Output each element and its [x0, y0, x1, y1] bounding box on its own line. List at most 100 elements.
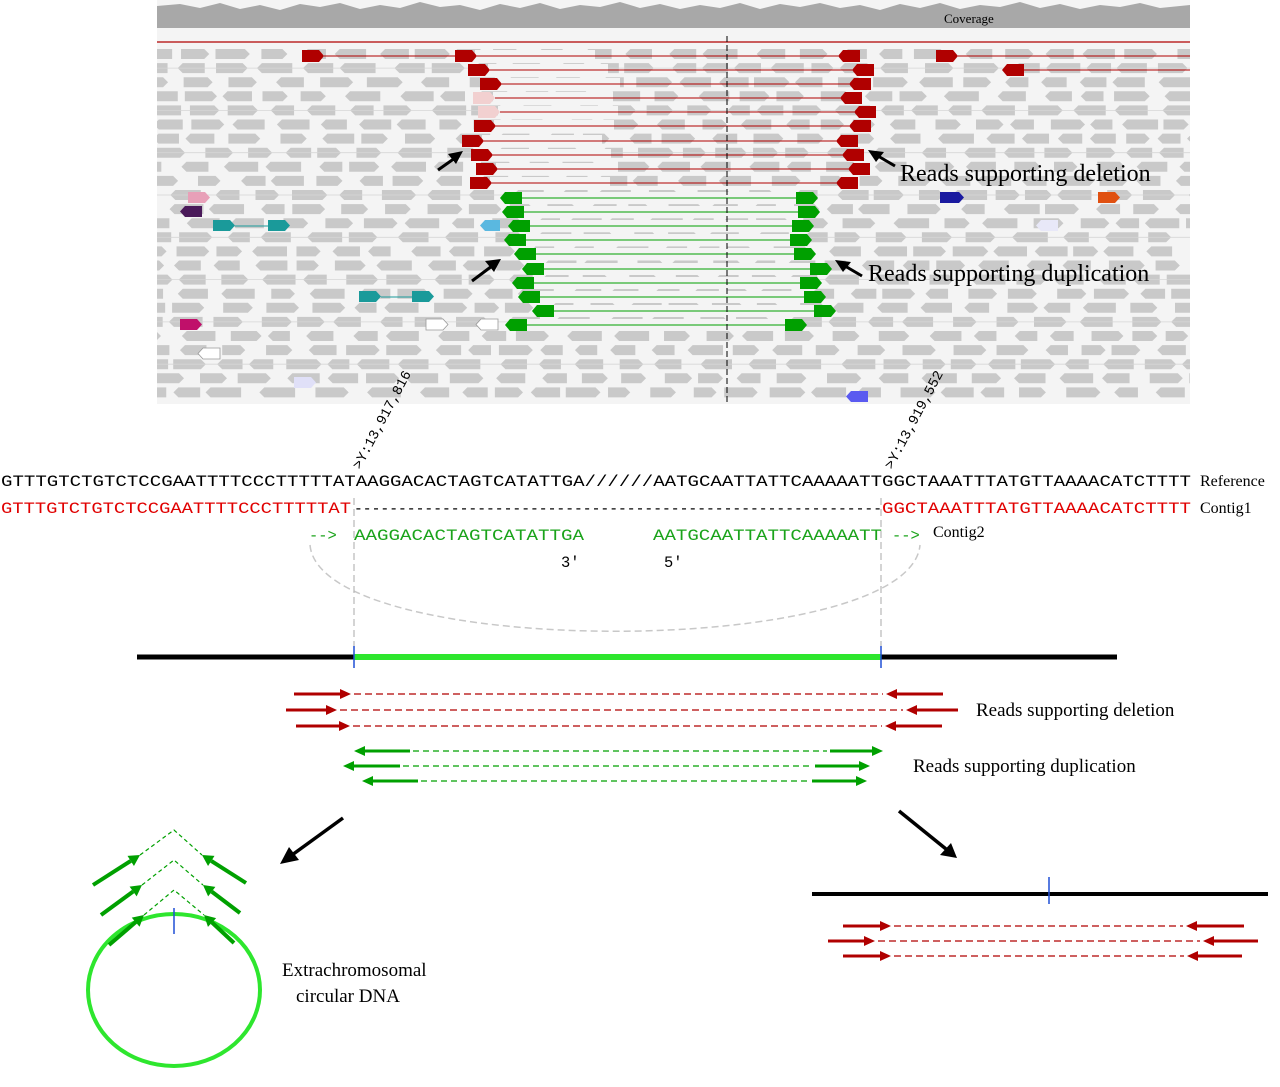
- aligned-read: [359, 175, 383, 186]
- deletion-read-arrow-head: [1203, 936, 1214, 946]
- aligned-read: [354, 302, 377, 313]
- eccdna-read-arrow-head: [129, 885, 142, 897]
- aligned-read: [157, 77, 169, 88]
- arrow-to-deletion-left: [437, 151, 463, 172]
- aligned-read: [1049, 331, 1074, 341]
- aligned-read: [191, 119, 225, 130]
- aligned-read: [882, 288, 916, 299]
- aligned-read: [276, 119, 310, 130]
- aligned-read: [367, 387, 401, 398]
- duplication-read-right: [785, 319, 807, 331]
- aligned-read: [504, 302, 534, 313]
- aligned-read: [315, 387, 349, 398]
- aligned-read: [380, 49, 409, 59]
- aligned-read: [185, 133, 215, 144]
- aligned-read: [267, 331, 290, 341]
- aligned-read: [345, 91, 381, 102]
- aligned-read: [427, 260, 456, 271]
- aligned-read: [702, 49, 738, 59]
- aligned-read: [776, 373, 807, 384]
- schematic-read-pairs: [286, 689, 958, 786]
- aligned-read: [172, 302, 205, 313]
- aligned-read: [1187, 135, 1190, 142]
- aligned-read: [732, 345, 760, 356]
- deletion-read-left: [302, 50, 324, 62]
- aligned-read: [944, 218, 970, 229]
- aligned-read: [157, 373, 185, 384]
- aligned-read: [829, 246, 861, 257]
- contig1-label: Contig1: [1200, 500, 1252, 517]
- aligned-read: [213, 260, 240, 271]
- aligned-read: [228, 133, 261, 144]
- aligned-read: [540, 345, 563, 356]
- aligned-read: [669, 49, 697, 59]
- aligned-read: [864, 91, 893, 102]
- aligned-read: [654, 91, 679, 102]
- aligned-read: [650, 387, 676, 398]
- aligned-read: [468, 204, 502, 215]
- aligned-read: [157, 387, 167, 398]
- aligned-read: [308, 345, 337, 356]
- aligned-read: [197, 347, 221, 360]
- aligned-read: [820, 119, 845, 130]
- aligned-read: [1081, 345, 1106, 356]
- aligned-read: [700, 161, 731, 172]
- deletion-read-left: [478, 106, 500, 118]
- aligned-read: [1111, 345, 1141, 356]
- deletion-read-right: [852, 64, 874, 76]
- aligned-read: [769, 387, 806, 398]
- aligned-read: [334, 49, 367, 59]
- aligned-read: [157, 175, 179, 186]
- deletion-read-arrow-head: [880, 921, 891, 931]
- aligned-read: [1043, 302, 1071, 313]
- eccdna-read-arrow: [210, 890, 242, 915]
- aligned-read: [462, 387, 488, 398]
- aligned-read: [361, 133, 388, 144]
- aligned-read: [621, 373, 647, 384]
- aligned-read: [1163, 119, 1189, 130]
- deletion-read-right: [848, 163, 870, 175]
- aligned-read: [889, 119, 916, 130]
- aligned-read: [173, 387, 201, 398]
- aligned-read: [184, 91, 217, 102]
- aligned-read: [935, 119, 961, 130]
- aligned-read: [320, 119, 347, 130]
- aligned-read: [687, 345, 724, 356]
- aligned-read: [842, 218, 876, 229]
- deletion-read-arrow-head: [340, 689, 351, 699]
- eccdna-label-line2: circular DNA: [296, 986, 400, 1007]
- aligned-read: [359, 119, 392, 130]
- aligned-read: [353, 331, 378, 341]
- aligned-read: [878, 331, 910, 341]
- aligned-read: [316, 175, 343, 186]
- aligned-read: [702, 119, 727, 130]
- aligned-read: [1132, 331, 1158, 341]
- aligned-read: [237, 373, 271, 384]
- aligned-read: [1114, 91, 1150, 102]
- aligned-read: [346, 345, 380, 356]
- aligned-read: [181, 331, 216, 341]
- aligned-read: [1021, 133, 1050, 144]
- deleted-chromosome-reads: [828, 921, 1258, 961]
- arrow-to-duplication-right: [835, 260, 863, 278]
- aligned-read: [567, 331, 602, 341]
- aligned-read: [679, 77, 712, 88]
- aligned-read: [724, 387, 758, 398]
- deletion-read-left: [470, 177, 492, 189]
- duplication-read-right: [796, 192, 818, 204]
- contig1-left-sequence: GTTTGTCTGTCTCCGAATTTTCCCTTTTTAT: [1, 500, 351, 518]
- aligned-read: [1010, 119, 1034, 130]
- eccdna-pair-link: [143, 889, 205, 916]
- aligned-read: [756, 49, 786, 59]
- aligned-read: [698, 373, 724, 384]
- aligned-read: [943, 91, 979, 102]
- aligned-read: [1179, 161, 1190, 172]
- aligned-read: [719, 77, 749, 88]
- duplication-read-left: [514, 248, 536, 260]
- aligned-read: [1149, 373, 1183, 384]
- aligned-read: [320, 77, 354, 88]
- aligned-read: [157, 288, 164, 299]
- aligned-read: [1080, 218, 1110, 229]
- aligned-read: [176, 246, 210, 257]
- eccdna-pair-link: [141, 859, 204, 886]
